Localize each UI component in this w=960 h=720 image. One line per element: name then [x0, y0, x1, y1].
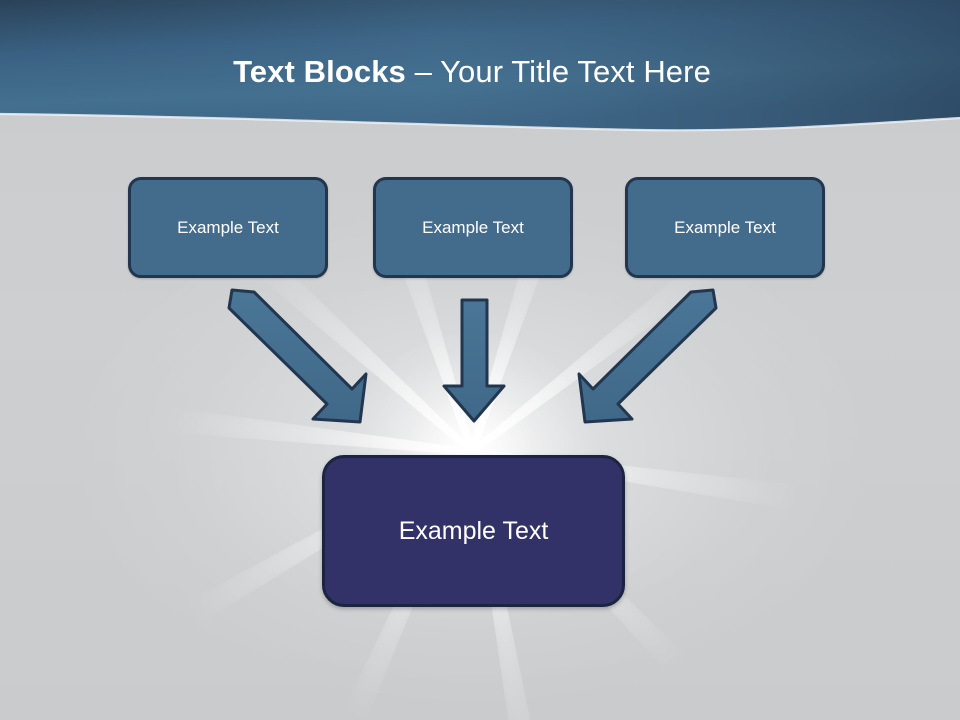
page-title-bold: Text Blocks	[233, 54, 406, 89]
header-band	[0, 0, 960, 150]
text-block-box-2[interactable]: Example Text	[373, 177, 573, 278]
center-result-box[interactable]: Example Text	[322, 455, 625, 607]
text-block-box-3[interactable]: Example Text	[625, 177, 825, 278]
text-block-label: Example Text	[674, 217, 776, 237]
page-title-regular: Your Title Text Here	[440, 54, 711, 89]
page-title: Text Blocks – Your Title Text Here	[0, 52, 944, 92]
page-title-separator: –	[405, 54, 441, 89]
text-block-label: Example Text	[422, 217, 524, 237]
text-block-box-1[interactable]: Example Text	[128, 177, 328, 278]
center-box-label: Example Text	[398, 517, 549, 545]
text-block-label: Example Text	[177, 217, 279, 237]
